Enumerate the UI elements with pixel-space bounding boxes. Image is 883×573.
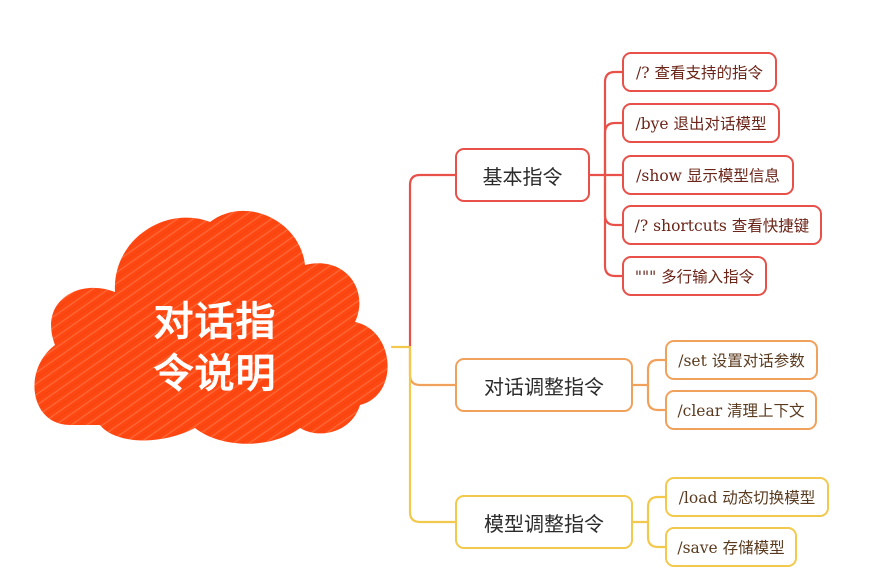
leaf-node-show[interactable]: /show 显示模型信息 — [622, 155, 794, 195]
root-cloud[interactable] — [34, 210, 388, 444]
branch-label: 对话调整指令 — [484, 374, 604, 399]
leaf-label: /bye 退出对话模型 — [635, 115, 767, 133]
leaf-label: /? shortcuts 查看快捷键 — [634, 217, 810, 235]
leaf-label: /save 存储模型 — [677, 539, 785, 557]
leaf-node-save[interactable]: /save 存储模型 — [665, 527, 797, 567]
leaf-node-bye[interactable]: /bye 退出对话模型 — [622, 103, 780, 143]
leaf-node-load[interactable]: /load 动态切换模型 — [665, 477, 829, 517]
root-title-line-2: 令说明 — [153, 351, 277, 397]
links-branch-3-leaves — [631, 495, 667, 549]
branch-node-model-adjust[interactable]: 模型调整指令 — [455, 495, 633, 549]
link-branch-1 — [408, 173, 457, 349]
root-title[interactable]: 对话指 令说明 — [115, 296, 315, 400]
connector-lines — [390, 70, 667, 549]
link-branch-3 — [408, 345, 457, 524]
leaf-node-shortcuts[interactable]: /? shortcuts 查看快捷键 — [622, 205, 822, 245]
leaf-label: /load 动态切换模型 — [678, 489, 816, 507]
leaf-label: /clear 清理上下文 — [677, 402, 805, 420]
branch-node-basic-commands[interactable]: 基本指令 — [455, 148, 590, 202]
leaf-label: /set 设置对话参数 — [678, 352, 805, 370]
branch-label: 基本指令 — [482, 164, 563, 189]
leaf-node-help[interactable]: /? 查看支持的指令 — [622, 52, 777, 92]
leaf-label: /show 显示模型信息 — [636, 167, 780, 185]
root-cloud-shape — [34, 210, 388, 444]
leaf-node-clear[interactable]: /clear 清理上下文 — [665, 390, 817, 430]
branch-node-chat-adjust[interactable]: 对话调整指令 — [455, 358, 633, 412]
leaf-label: /? 查看支持的指令 — [636, 64, 763, 82]
link-branch-2 — [408, 345, 457, 387]
leaf-label: """ 多行输入指令 — [634, 268, 755, 286]
leaf-node-set[interactable]: /set 设置对话参数 — [665, 340, 818, 380]
links-branch-2-leaves — [631, 358, 667, 412]
leaf-node-multiline[interactable]: """ 多行输入指令 — [622, 256, 767, 296]
branch-label: 模型调整指令 — [484, 511, 604, 536]
root-title-line-1: 对话指 — [153, 299, 277, 345]
links-branch-1-leaves — [588, 70, 624, 278]
